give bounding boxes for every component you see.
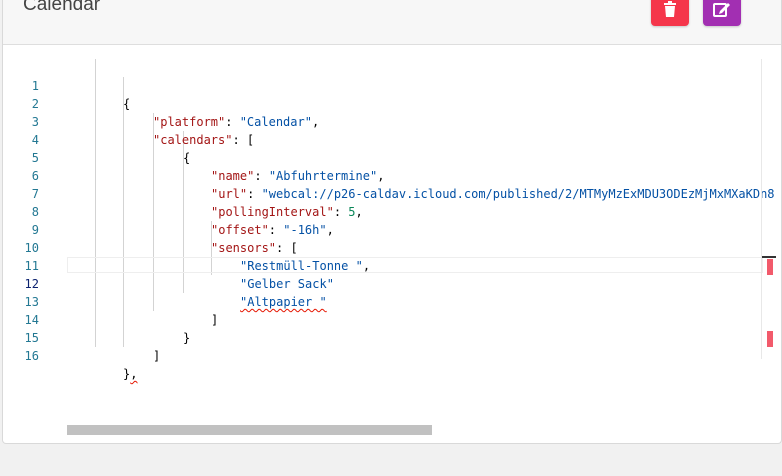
cursor-position-marker [762, 256, 776, 258]
json-comma: , [326, 223, 334, 237]
json-separator: : [254, 169, 269, 183]
line-number: 13 [24, 295, 39, 309]
line-number: 4 [31, 133, 39, 147]
bracket: ] [211, 313, 219, 327]
code-line: 2 "platform": "Calendar", [3, 77, 763, 129]
json-separator: : [225, 115, 240, 129]
json-comma: , [355, 205, 363, 219]
trash-icon [664, 1, 676, 17]
line-number: 11 [24, 259, 39, 273]
overview-ruler[interactable] [761, 59, 781, 359]
json-key: "offset" [211, 223, 269, 237]
json-string: "Restmüll-Tonne " [240, 259, 363, 273]
json-separator: : [268, 223, 284, 237]
json-separator: : [ [276, 241, 298, 255]
indent-guide [123, 77, 124, 347]
bracket: ] [153, 349, 161, 363]
json-separator: : [247, 187, 262, 201]
error-marker[interactable] [767, 259, 773, 275]
current-line-highlight [67, 257, 763, 273]
indent-guide [95, 59, 96, 347]
delete-button[interactable] [651, 0, 689, 26]
json-string: "Gelber Sack" [240, 277, 334, 291]
code-line: 5 "name": "Abfuhrtermine", [3, 131, 763, 183]
json-string: "-16h" [283, 223, 327, 237]
json-key: "sensors" [211, 241, 277, 255]
line-number: 12 [24, 277, 39, 291]
line-number: 8 [31, 205, 39, 219]
json-string-error: "Altpapier " [240, 295, 327, 309]
json-string: "Abfuhrtermine" [268, 169, 378, 183]
json-comma: , [311, 115, 320, 129]
card-header: Calendar [3, 0, 781, 45]
json-key: "pollingInterval" [211, 205, 334, 219]
code-line: 1 { [3, 59, 763, 111]
json-key: "platform" [153, 115, 226, 129]
code-line: 9 "sensors": [ [3, 203, 763, 255]
json-key: "url" [211, 187, 248, 201]
code-line: 11 "Gelber Sack" [3, 239, 763, 291]
code-line: 6 "url": "webcal://p26-caldav.icloud.com… [3, 149, 775, 201]
code-line: 10 "Restmüll-Tonne ", [3, 221, 763, 273]
indent-guide [153, 113, 154, 311]
line-number: 15 [24, 331, 39, 345]
json-comma-error: , [130, 367, 138, 381]
brace: } [183, 331, 191, 345]
code-line: 14 } [3, 293, 763, 345]
line-number: 14 [24, 313, 39, 327]
card-title: Calendar [23, 0, 101, 15]
json-comma: , [377, 169, 385, 183]
line-number: 2 [31, 97, 39, 111]
code-line: 8 "offset": "-16h", [3, 185, 763, 237]
json-key: "name" [211, 169, 255, 183]
json-string: "Calendar" [239, 115, 312, 129]
line-number: 9 [31, 223, 39, 237]
horizontal-scrollbar[interactable] [67, 425, 432, 435]
calendar-config-card: Calendar 1 { 2 "platform [2, 0, 782, 444]
brace: { [123, 97, 131, 111]
line-number: 16 [24, 349, 39, 363]
json-comma: , [362, 259, 371, 273]
json-key: "calendars" [153, 133, 233, 147]
code-line: 15 ] [3, 311, 763, 363]
code-line: 7 "pollingInterval": 5, [3, 167, 763, 219]
indent-guide [211, 221, 212, 275]
code-line: 3 "calendars": [ [3, 95, 763, 147]
json-separator: : [ [232, 133, 255, 147]
line-number: 6 [31, 169, 39, 183]
line-number: 1 [31, 79, 39, 93]
edit-icon [713, 3, 730, 17]
indent-guide [183, 131, 184, 293]
json-string: "webcal://p26-caldav.icloud.com/publishe… [261, 187, 775, 201]
json-number: 5 [348, 205, 356, 219]
code-line: 16 }, [3, 329, 763, 381]
json-separator: : [333, 205, 349, 219]
line-number: 7 [31, 187, 39, 201]
brace: { [183, 151, 191, 165]
brace: } [123, 367, 131, 381]
line-number: 10 [24, 241, 39, 255]
json-editor[interactable]: 1 { 2 "platform": "Calendar", 3 "calenda… [3, 59, 781, 381]
line-number: 3 [31, 115, 39, 129]
code-line: 4 { [3, 113, 763, 165]
edit-button[interactable] [703, 0, 741, 26]
code-line: 12 "Altpapier " [3, 257, 763, 309]
code-line: 13 ] [3, 275, 763, 327]
error-marker[interactable] [767, 331, 773, 347]
line-number: 5 [31, 151, 39, 165]
